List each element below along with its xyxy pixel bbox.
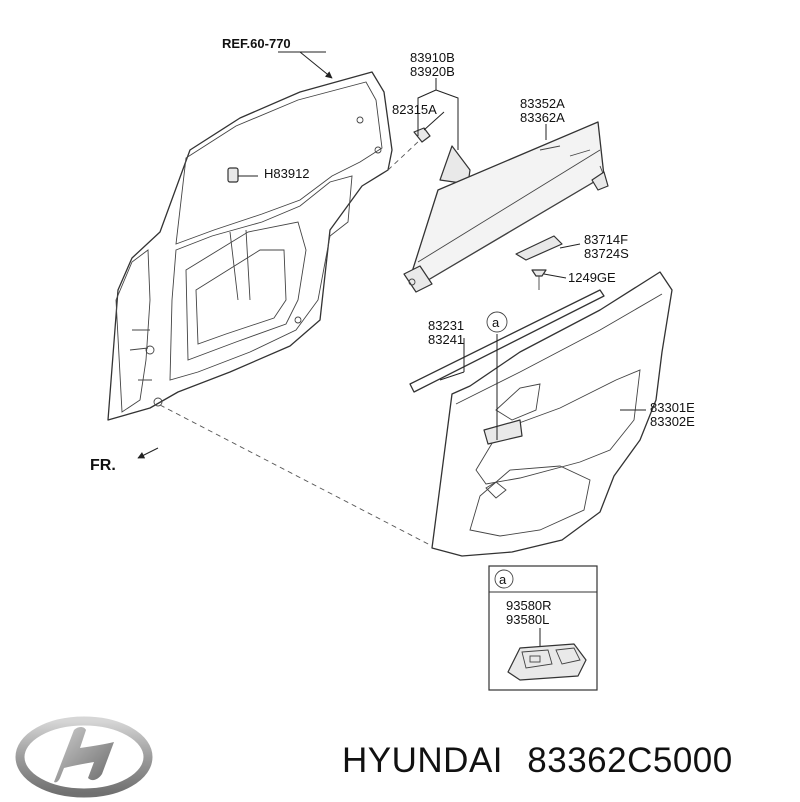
part-83241-label: 83241 <box>428 332 464 347</box>
part-82315a-label: 82315A <box>392 102 437 117</box>
cover-83714f <box>515 235 563 261</box>
door-trim-panel <box>431 271 673 557</box>
part-83714f-label: 83714F <box>584 232 628 247</box>
footer-brand-line: HYUNDAI 83362C5000 <box>342 733 733 789</box>
alignment-lines <box>159 139 433 547</box>
part-83352a-label: 83352A <box>520 96 565 111</box>
part-number: 83362C5000 <box>527 741 733 780</box>
screw-1249ge <box>531 269 547 290</box>
sunshade-assembly <box>403 121 609 293</box>
front-marker-label: FR. <box>90 457 116 474</box>
part-h83912-label: H83912 <box>264 166 310 181</box>
leader-lines <box>137 51 646 459</box>
switch-detail-box: a 93580R 93580L <box>488 565 598 691</box>
part-83302e-label: 83302E <box>650 414 695 429</box>
weatherstrip-83231 <box>409 289 605 393</box>
part-83910b-label: 83910B <box>410 50 455 65</box>
part-83724s-label: 83724S <box>584 246 629 261</box>
part-83362a-label: 83362A <box>520 110 565 125</box>
part-83301e-label: 83301E <box>650 400 695 415</box>
part-93580l-label: 93580L <box>506 612 549 627</box>
part-93580r-label: 93580R <box>506 598 552 613</box>
callout-a-circle <box>486 311 508 333</box>
part-labels: REF.60-770 83910B 83920B 82315A H83912 8… <box>90 36 695 474</box>
part-83231-label: 83231 <box>428 318 464 333</box>
brand-name: HYUNDAI <box>342 741 504 780</box>
part-1249ge-label: 1249GE <box>568 270 616 285</box>
ref-label: REF.60-770 <box>222 36 291 51</box>
detail-callout-a-label: a <box>499 572 507 587</box>
door-frame <box>107 71 393 421</box>
window-switch-icon <box>507 643 587 681</box>
clip-82315a <box>413 127 431 143</box>
callout-a-label: a <box>492 315 500 330</box>
part-83920b-label: 83920B <box>410 64 455 79</box>
hyundai-logo-icon <box>15 716 153 798</box>
